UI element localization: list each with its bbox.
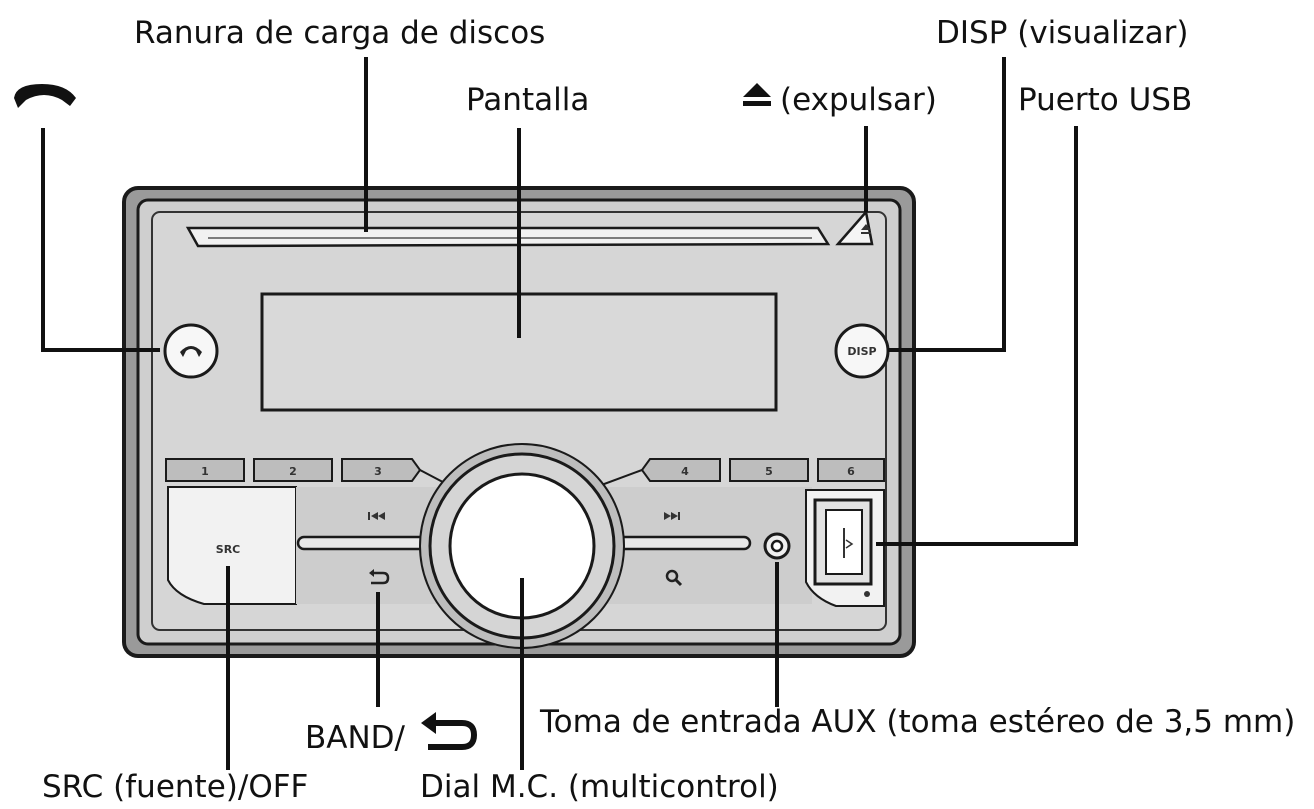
preset-button-2[interactable] [253, 458, 333, 482]
search-icon[interactable] [665, 569, 683, 587]
phone-icon [14, 84, 76, 108]
eject-button[interactable] [835, 209, 874, 246]
label-usb-port: Puerto USB [1018, 82, 1192, 118]
eject-icon [743, 83, 771, 106]
preset-buttons: 1 2 3 4 5 6 [165, 458, 885, 482]
preset-button-3[interactable] [341, 458, 422, 482]
label-dial: Dial M.C. (multicontrol) [420, 769, 779, 805]
label-display: Pantalla [466, 82, 589, 118]
mc-dial[interactable] [419, 443, 625, 649]
preset-label-4: 4 [681, 465, 689, 478]
disp-button[interactable]: DISP [834, 323, 890, 379]
preset-button-1[interactable] [165, 458, 245, 482]
label-band: BAND/ [305, 720, 406, 756]
phone-icon [180, 346, 202, 357]
preset-label-5: 5 [765, 465, 773, 478]
src-button-text[interactable]: SRC [216, 543, 240, 556]
band-back-button[interactable] [369, 569, 390, 585]
previous-track-icon[interactable] [368, 512, 385, 520]
back-arrow-icon [421, 712, 478, 750]
disc-slot [185, 226, 831, 248]
aux-jack[interactable] [763, 532, 791, 560]
label-disp: DISP (visualizar) [936, 15, 1188, 51]
label-disc-slot: Ranura de carga de discos [134, 15, 545, 51]
leader-lines [41, 57, 1078, 770]
preset-label-2: 2 [289, 465, 297, 478]
phone-button[interactable] [163, 323, 219, 379]
preset-label-1: 1 [201, 465, 209, 478]
preset-button-5[interactable] [729, 458, 809, 482]
preset-label-3: 3 [374, 465, 382, 478]
usb-port[interactable] [813, 498, 873, 597]
preset-button-4[interactable] [640, 458, 721, 482]
src-panel-area [167, 486, 297, 605]
next-track-icon[interactable] [664, 512, 680, 520]
preset-label-6: 6 [847, 465, 855, 478]
label-src: SRC (fuente)/OFF [42, 769, 308, 805]
disp-button-text: DISP [847, 345, 876, 358]
label-eject: (expulsar) [780, 82, 937, 118]
preset-button-6[interactable] [817, 458, 885, 482]
label-aux: Toma de entrada AUX (toma estéreo de 3,5… [539, 704, 1295, 740]
